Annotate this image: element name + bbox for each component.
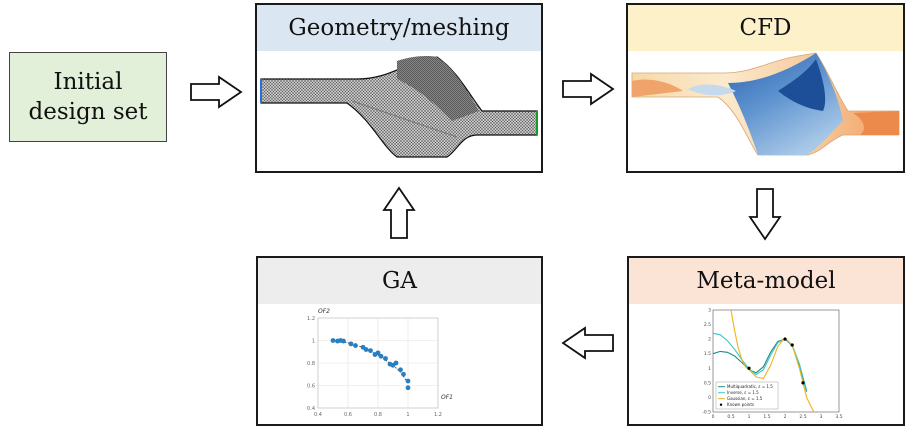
legend-label: Gaussian, ε = 1.5 (727, 396, 763, 401)
pareto-point (341, 338, 346, 344)
x-tick-label: 0.5 (727, 414, 734, 420)
legend-box (715, 381, 779, 410)
y-tick-label: 2.5 (704, 322, 711, 328)
known-point (747, 366, 751, 370)
y-tick-label: 0.5 (704, 380, 711, 386)
pareto-point (375, 350, 381, 356)
arrow-right-icon (562, 72, 615, 106)
pareto-point (353, 343, 358, 348)
x-tick-label: 0.8 (374, 412, 382, 418)
y-tick-label: 2 (708, 337, 711, 343)
ga-header: GA (258, 258, 541, 304)
x-tick-label: 1.5 (763, 414, 770, 420)
legend-label: Multiquadratic, ε = 1.5 (727, 384, 773, 389)
pareto-point (393, 360, 399, 366)
mesh-geometry-image (260, 56, 538, 158)
series-line (730, 309, 815, 413)
plot-frame (317, 317, 439, 409)
arrow-up-icon (382, 186, 416, 239)
legend-label: Known points (727, 402, 754, 407)
y-tick-label: 3 (708, 308, 711, 314)
x-tick-label: 2.5 (799, 414, 806, 420)
x-tick-label: 1 (748, 414, 751, 420)
x-tick-label: 3.5 (835, 414, 842, 420)
arrow-down-icon (748, 188, 782, 241)
legend-marker (719, 403, 723, 406)
pareto-point (383, 356, 388, 361)
pareto-point (330, 338, 336, 343)
y-tick-label: 0.4 (307, 406, 315, 412)
ga-title: GA (382, 268, 417, 294)
y-tick-label: 0.8 (307, 361, 315, 367)
pareto-point (405, 385, 411, 391)
geometry-meshing-box: Geometry/meshing (255, 3, 543, 173)
arrow-left-icon (561, 326, 614, 360)
pareto-point (348, 341, 354, 347)
known-point (783, 337, 787, 341)
y-tick-label: 1.2 (307, 316, 315, 322)
y-tick-label: 0 (708, 395, 711, 401)
x-tick-label: 1 (406, 412, 409, 418)
y-tick-label: 1.5 (704, 351, 711, 357)
x-axis-label: OF1 (441, 394, 453, 401)
initial-line-2: design set (28, 99, 148, 125)
known-point (790, 343, 794, 347)
meta-model-title: Meta-model (696, 268, 836, 294)
y-tick-label: -0.5 (702, 410, 711, 416)
arrow-right-icon (190, 75, 243, 109)
x-tick-label: 3 (820, 414, 823, 420)
pareto-point (405, 378, 411, 384)
pareto-point (401, 371, 406, 377)
x-tick-label: 1.2 (434, 412, 442, 418)
cfd-title: CFD (739, 15, 792, 41)
cfd-contour-image (631, 52, 900, 156)
y-axis-label: OF2 (318, 308, 330, 315)
geometry-meshing-header: Geometry/meshing (257, 5, 541, 51)
geometry-meshing-title: Geometry/meshing (288, 15, 510, 41)
y-tick-label: 1 (708, 366, 711, 372)
pareto-point (398, 367, 403, 373)
legend-label: Inverse, ε = 1.5 (727, 390, 759, 395)
y-tick-label: 1 (312, 339, 315, 345)
pareto-point (368, 348, 373, 354)
known-point (801, 381, 805, 385)
cfd-box: CFD (626, 3, 905, 173)
pareto-point (363, 347, 369, 352)
cfd-header: CFD (628, 5, 903, 51)
pareto-point (378, 353, 384, 359)
initial-design-set-box: Initial design set (9, 52, 167, 142)
meta-model-header: Meta-model (629, 258, 903, 304)
x-tick-label: 2 (784, 414, 787, 420)
x-tick-label: 0 (712, 414, 715, 420)
initial-line-1: Initial (53, 69, 123, 95)
x-tick-label: 0.6 (344, 412, 352, 418)
x-tick-label: 0.4 (314, 412, 322, 418)
y-tick-label: 0.6 (307, 384, 315, 390)
